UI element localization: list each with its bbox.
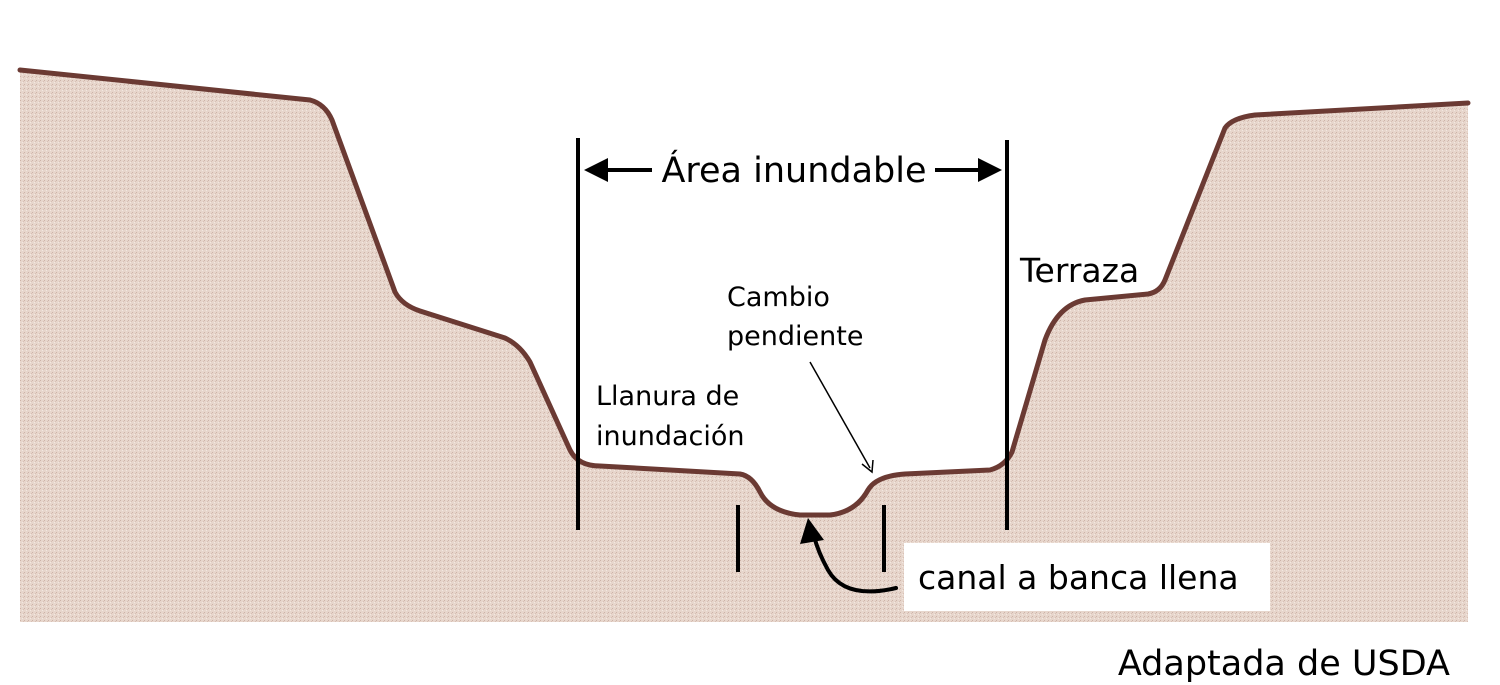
floodplain-label-line1: Llanura de: [596, 381, 739, 412]
bankfull-channel-arrow: [812, 534, 898, 594]
terrace-label: Terraza: [1019, 251, 1139, 290]
slope-change-label-line2: pendiente: [727, 321, 863, 352]
floodplain-label-line2: inundación: [596, 421, 745, 452]
slope-change-label-line1: Cambio: [727, 282, 830, 313]
slope-change-pointer-head: [861, 459, 874, 474]
bankfull-channel-label: canal a banca llena: [918, 558, 1239, 597]
slope-change-pointer: [809, 361, 871, 469]
flood-area-label: Área inundable: [661, 149, 926, 191]
bankfull-channel-label-box: [904, 543, 1270, 611]
ground-area: [20, 70, 1468, 622]
flood-area-left-arrowhead: [584, 158, 608, 182]
ground-surface-line: [17, 67, 1471, 518]
source-credit: Adaptada de USDA: [1118, 644, 1450, 684]
flood-area-right-arrowhead: [978, 158, 1002, 182]
bankfull-channel-arrowhead: [800, 518, 824, 544]
